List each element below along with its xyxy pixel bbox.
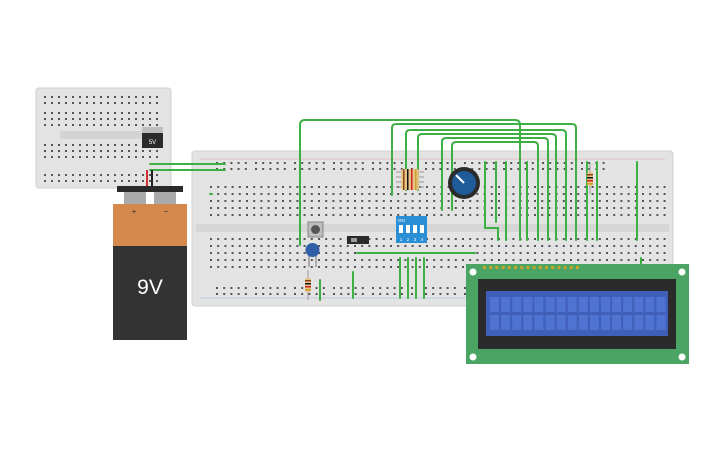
resistor[interactable] (396, 179, 424, 185)
push-button[interactable] (307, 221, 324, 238)
dip-position-label: 4 (421, 237, 424, 242)
dip-position-label: 3 (414, 237, 417, 242)
dip-toggle[interactable] (399, 225, 403, 233)
resistor[interactable] (587, 164, 593, 194)
small-breadboard-channel (60, 131, 145, 139)
lcd-mount-hole (678, 268, 686, 276)
battery-snap-top (117, 186, 183, 192)
small-breadboard[interactable] (35, 87, 172, 189)
push-button-cap (311, 225, 320, 234)
resistor[interactable] (396, 169, 424, 175)
wires[interactable] (149, 119, 642, 301)
lcd-mount-hole (678, 353, 686, 361)
regulator-tab (142, 127, 163, 134)
small-breadboard-holes (44, 96, 158, 182)
breadboard-center-channel (196, 224, 669, 232)
dip-toggle[interactable] (406, 225, 410, 233)
battery-plus-label: + (132, 207, 137, 216)
lcd-character-cells (490, 297, 666, 330)
battery-voltage-label: 9V (137, 276, 163, 299)
slide-switch-knob (351, 238, 357, 242)
lcd-module[interactable] (466, 264, 689, 364)
slide-switch[interactable] (347, 236, 369, 244)
battery-terminal-plus (124, 192, 146, 204)
regulator-body (142, 133, 163, 148)
dip-position-label: 1 (400, 237, 403, 242)
dip-position-label: 2 (407, 237, 410, 242)
lcd-pins (483, 266, 579, 269)
dip-toggle[interactable] (413, 225, 417, 233)
potentiometer-indicator (455, 174, 465, 184)
resistor[interactable] (396, 174, 424, 180)
resistor[interactable] (396, 184, 424, 190)
battery-body (113, 246, 187, 340)
resistors[interactable] (305, 164, 593, 300)
capacitor[interactable] (305, 243, 320, 267)
battery-leads (146, 170, 153, 186)
regulator-label: 5V (149, 140, 156, 146)
battery-minus-label: − (164, 207, 169, 216)
capacitor-body (305, 243, 320, 257)
resistor[interactable] (305, 270, 311, 300)
dip-switch-on-label: ON (398, 218, 405, 223)
battery-top-label (113, 204, 187, 246)
potentiometer[interactable] (448, 167, 480, 199)
dip-toggle[interactable] (420, 225, 424, 233)
battery-terminal-minus (154, 192, 176, 204)
voltage-regulator[interactable]: 5V (142, 127, 163, 148)
lcd-mount-hole (469, 268, 477, 276)
lcd-mount-hole (469, 353, 477, 361)
battery-9v[interactable]: + − 9V (113, 186, 187, 340)
